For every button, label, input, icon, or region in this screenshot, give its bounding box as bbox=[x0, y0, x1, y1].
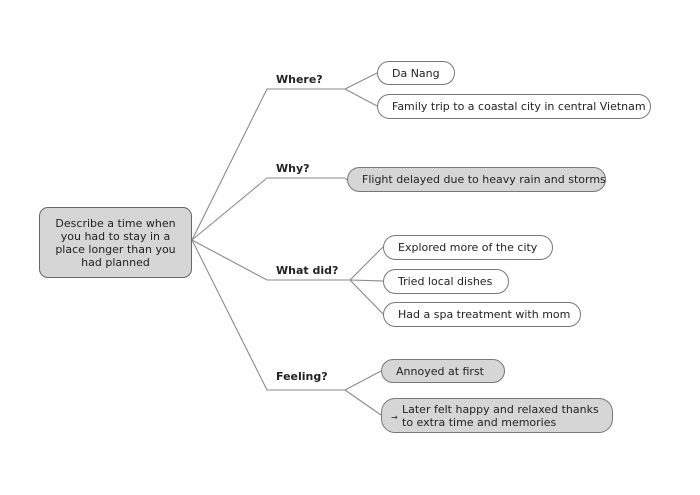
branch-label-why[interactable]: Why? bbox=[276, 162, 310, 175]
link-root-what bbox=[191, 239, 350, 281]
root-node[interactable]: Describe a time when you had to stay in … bbox=[39, 207, 192, 278]
where-item-2-label: Family trip to a coastal city in central… bbox=[392, 100, 646, 113]
branch-label-what[interactable]: What did? bbox=[276, 264, 339, 277]
link-where-item-1 bbox=[344, 72, 378, 90]
link-what-item-1 bbox=[349, 246, 384, 281]
feeling-item-2[interactable]: → Later felt happy and relaxed thanks to… bbox=[381, 398, 613, 433]
link-what-item-3 bbox=[349, 279, 384, 315]
where-item-1[interactable]: Da Nang bbox=[377, 61, 455, 85]
branch-label-feeling[interactable]: Feeling? bbox=[276, 370, 328, 383]
link-feeling-item-1 bbox=[344, 370, 382, 391]
feeling-item-2-label: Later felt happy and relaxed thanks to e… bbox=[402, 402, 599, 429]
feeling-item-1[interactable]: Annoyed at first bbox=[381, 359, 505, 383]
link-where-item-2 bbox=[344, 88, 378, 107]
why-item-1[interactable]: Flight delayed due to heavy rain and sto… bbox=[347, 167, 606, 192]
what-item-1-label: Explored more of the city bbox=[398, 241, 538, 254]
arrow-right-icon: → bbox=[391, 413, 398, 422]
what-item-1[interactable]: Explored more of the city bbox=[383, 235, 553, 260]
link-why-item-1 bbox=[344, 177, 348, 181]
what-item-2[interactable]: Tried local dishes bbox=[383, 269, 509, 294]
link-feeling-item-2 bbox=[344, 389, 382, 416]
link-root-why bbox=[191, 177, 345, 241]
root-label: Describe a time when you had to stay in … bbox=[55, 216, 176, 269]
feeling-item-1-label: Annoyed at first bbox=[396, 364, 484, 378]
what-item-2-label: Tried local dishes bbox=[398, 275, 493, 288]
link-root-where bbox=[191, 88, 345, 241]
link-what-item-2 bbox=[349, 279, 384, 282]
why-item-1-label: Flight delayed due to heavy rain and sto… bbox=[362, 173, 606, 186]
what-item-3-label: Had a spa treatment with mom bbox=[398, 308, 571, 321]
what-item-3[interactable]: Had a spa treatment with mom bbox=[383, 302, 581, 327]
link-root-feeling bbox=[191, 239, 345, 391]
where-item-1-label: Da Nang bbox=[392, 66, 440, 80]
branch-label-where[interactable]: Where? bbox=[276, 73, 323, 86]
where-item-2[interactable]: Family trip to a coastal city in central… bbox=[377, 94, 651, 119]
